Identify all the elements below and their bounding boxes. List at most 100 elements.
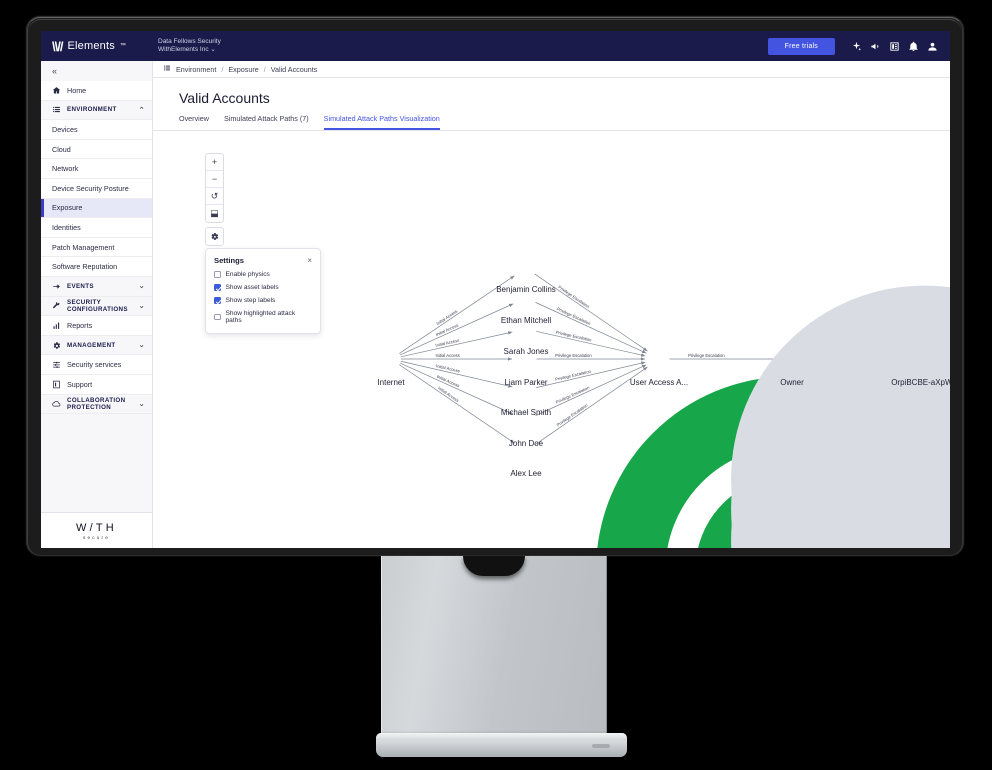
graph-node-label: Michael Smith — [500, 408, 552, 417]
sidebar-item-support[interactable]: Support — [41, 374, 152, 395]
chevron-icon: ⌄ — [138, 283, 145, 291]
graph-edge — [400, 331, 513, 358]
sidebar-item-devices[interactable]: Devices — [41, 120, 152, 140]
megaphone-icon[interactable] — [866, 37, 885, 56]
sidebar-item-label: SECURITY CONFIGURATIONS — [67, 298, 128, 313]
graph-edge — [535, 364, 647, 416]
graph-node-label: Owner — [780, 378, 804, 387]
checkbox[interactable] — [214, 297, 221, 304]
sidebar-item-management[interactable]: MANAGEMENT ⌄ — [41, 335, 152, 356]
graph-edge-label: Initial Access — [436, 353, 460, 358]
graph-edge — [399, 364, 515, 444]
free-trials-button[interactable]: Free trials — [767, 37, 835, 55]
settings-option-label: Show highlighted attack paths — [225, 310, 296, 324]
fit-view-button[interactable]: ⬓ — [206, 205, 223, 222]
bell-icon[interactable] — [904, 37, 923, 56]
graph-edge-label: Privilege Escalation — [555, 353, 592, 358]
sidebar-item-label: Exposure — [52, 203, 83, 213]
monitor-stand-notch — [463, 556, 525, 576]
settings-title: Settings — [214, 256, 244, 265]
sidebar-item-reports[interactable]: Reports — [41, 316, 152, 336]
sidebar-item-label: EVENTS — [67, 282, 94, 290]
checkbox[interactable] — [214, 284, 221, 291]
sidebar-item-environment[interactable]: ENVIRONMENT⌃ — [41, 100, 152, 121]
tab-simulated-attack-paths-7[interactable]: Simulated Attack Paths (7) — [223, 114, 309, 123]
sidebar-item-cloud[interactable]: Cloud — [41, 139, 152, 160]
graph-toolbar: + −↺⬓ — [205, 153, 224, 246]
app-logo[interactable]: \\// Elements ™ — [41, 40, 153, 53]
graph-edge-label: Initial Access — [436, 363, 461, 373]
checkbox[interactable] — [214, 271, 221, 278]
gear-icon — [52, 341, 61, 350]
sidebar-item-network[interactable]: Network — [41, 159, 152, 179]
screen: \\// Elements ™ Data Fellows Security Wi… — [41, 31, 950, 548]
graph-settings-group — [205, 227, 224, 246]
sidebar-item-device-security-posture[interactable]: Device Security Posture — [41, 178, 152, 199]
reset-view-button[interactable]: ↺ — [206, 188, 223, 205]
sidebar-item-label: Reports — [67, 320, 93, 330]
sidebar-item-label: MANAGEMENT — [67, 341, 116, 349]
graph-node-label: Sarah Jones — [503, 347, 549, 356]
sidebar-item-label: Device Security Posture — [52, 183, 129, 193]
topbar-actions: Free trials — [767, 37, 950, 56]
sidebar-item-security-configurations[interactable]: SECURITY CONFIGURATIONS⌄ — [41, 296, 152, 317]
breadcrumb: Environment / Exposure / Valid Accounts — [153, 61, 950, 78]
org-tenant: WithElements Inc ⌄ — [158, 46, 216, 53]
page-title: Valid Accounts — [179, 90, 270, 106]
tab-simulated-attack-paths-visualization[interactable]: Simulated Attack Paths Visualization — [323, 114, 440, 130]
sidebar-item-security-services[interactable]: Security services — [41, 355, 152, 375]
sidebar-item-identities[interactable]: Identities — [41, 218, 152, 238]
sidebar-item-label: Patch Management — [52, 242, 115, 252]
tab-overview[interactable]: Overview — [179, 114, 209, 123]
wrench-icon — [52, 301, 61, 310]
breadcrumb-item-environment[interactable]: Environment — [176, 64, 217, 74]
sidebar-item-software-reputation[interactable]: Software Reputation — [41, 257, 152, 277]
graph-edge — [399, 362, 514, 415]
zoom-in-icon: + — [211, 156, 218, 167]
org-switcher[interactable]: Data Fellows Security WithElements Inc ⌄ — [153, 38, 221, 54]
settings-option-enable-physics[interactable]: Enable physics — [214, 271, 312, 278]
monitor-stand-neck — [381, 556, 607, 736]
monitor-stand-foot — [592, 744, 610, 748]
sidebar-item-label: Devices — [52, 124, 78, 134]
sidebar-item-events[interactable]: EVENTS ⌄ — [41, 276, 152, 297]
list-icon — [163, 64, 171, 74]
graph-edge-label: Privilege Escalation — [688, 353, 725, 358]
close-icon[interactable]: × — [307, 255, 312, 265]
checkbox[interactable] — [214, 313, 221, 321]
graph-edge — [536, 330, 646, 357]
chevron-icon: ⌄ — [138, 342, 145, 350]
sidebar-item-label: Support — [67, 379, 93, 389]
breadcrumb-item-exposure[interactable]: Exposure — [228, 64, 259, 74]
account-icon[interactable] — [923, 37, 942, 56]
zoom-in-button[interactable]: + — [206, 154, 223, 171]
support-icon — [52, 380, 61, 389]
zoom-out-button[interactable]: − — [206, 171, 223, 188]
settings-option-show-asset-labels[interactable]: Show asset labels — [214, 284, 312, 291]
graph-edge — [399, 303, 514, 356]
sidebar-item-exposure[interactable]: Exposure — [41, 198, 152, 219]
sidebar-item-home[interactable]: Home — [41, 81, 152, 101]
sparkle-icon[interactable] — [847, 37, 866, 56]
list-icon — [52, 105, 61, 114]
breadcrumb-item-valid-accounts[interactable]: Valid Accounts — [270, 64, 318, 74]
monitor-stand-base-highlight — [376, 733, 627, 738]
settings-option-show-highlighted-attack-paths[interactable]: Show highlighted attack paths — [214, 310, 312, 324]
graph-node-label: Benjamin Collins — [496, 285, 556, 294]
collapse-chevrons-icon: « — [52, 66, 58, 76]
trademark-symbol: ™ — [119, 43, 126, 49]
elements-logo-text: Elements — [67, 40, 115, 52]
graph-edge — [400, 360, 513, 388]
sidebar-collapse-button[interactable]: « — [41, 61, 152, 81]
news-icon[interactable] — [885, 37, 904, 56]
sidebar-item-patch-management[interactable]: Patch Management — [41, 237, 152, 258]
settings-option-show-step-labels[interactable]: Show step labels — [214, 297, 312, 304]
graph-settings-button[interactable] — [206, 228, 223, 245]
settings-option-label: Enable physics — [225, 271, 270, 278]
